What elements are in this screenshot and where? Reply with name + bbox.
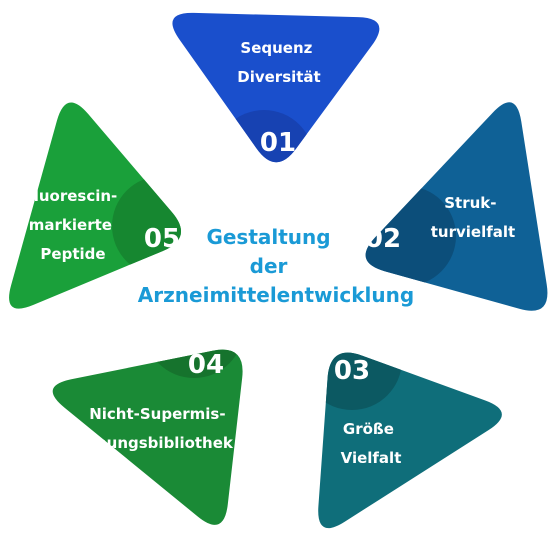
segment-05-label-line-3: Peptide (40, 245, 105, 263)
segment-01-number-disk (214, 110, 314, 163)
center-title: Gestaltung der Arzneimittelentwicklung (138, 225, 414, 307)
segment-05-label-line-1: Fluorescin- (23, 187, 117, 205)
segment-03-label-line-1: Größe (343, 420, 394, 438)
segment-02-label: Struk- turvielfalt (431, 194, 515, 241)
center-title-line-3: Arzneimittelentwicklung (138, 283, 414, 307)
segment-02-label-line-1: Struk- (444, 194, 496, 212)
segment-01-triangle (172, 12, 380, 163)
segment-05-label: Fluorescin- markierte Peptide (23, 187, 122, 263)
center-title-line-1: Gestaltung (206, 225, 330, 249)
center-title-line-2: der (250, 254, 288, 278)
segment-03: 03 Größe Vielfalt (318, 352, 502, 529)
segment-04-number: 04 (188, 350, 224, 380)
segment-01-label-line-2: Diversität (237, 68, 320, 86)
segment-04-label-line-2: chungsbibliothek (87, 434, 234, 452)
segment-05-label-line-2: markierte (29, 216, 112, 234)
segment-03-label-line-2: Vielfalt (341, 449, 402, 467)
segment-05-number: 05 (144, 224, 180, 254)
segment-01-label-line-1: Sequenz (240, 39, 312, 57)
segment-01-label: Sequenz Diversität (237, 39, 320, 86)
segment-02: 02 Struk- turvielfalt (365, 102, 548, 311)
segment-02-label-line-2: turvielfalt (431, 223, 515, 241)
segment-01: 01 Sequenz Diversität (172, 12, 380, 163)
segment-04-label-line-1: Nicht-Supermis- (89, 405, 225, 423)
segment-04-label: Nicht-Supermis- chungsbibliothek (87, 405, 234, 452)
segment-04: 04 Nicht-Supermis- chungsbibliothek (52, 349, 243, 525)
segment-05-number-disk (112, 176, 182, 276)
segment-02-number: 02 (365, 224, 401, 254)
segment-03-number: 03 (334, 356, 370, 386)
segment-01-number: 01 (260, 128, 296, 158)
segment-03-label: Größe Vielfalt (341, 420, 402, 467)
segment-04-triangle (52, 349, 243, 525)
segment-05: 05 Fluorescin- markierte Peptide (9, 102, 182, 309)
